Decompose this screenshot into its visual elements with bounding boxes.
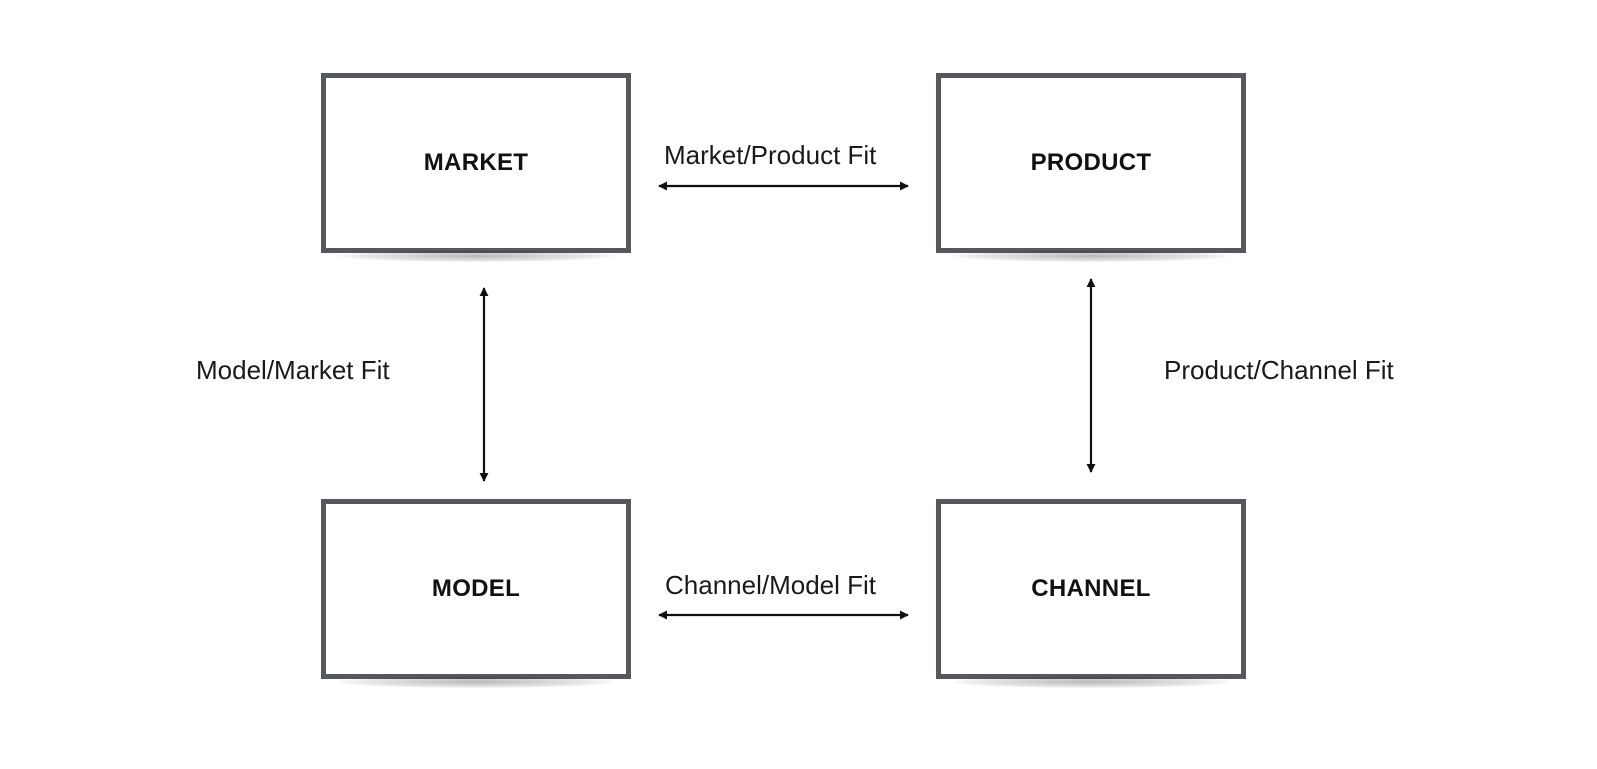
market-product-fit-label: Market/Product Fit (664, 140, 877, 170)
product-label: PRODUCT (1030, 149, 1152, 176)
model-label: MODEL (431, 575, 521, 602)
market-box: MARKET (321, 73, 631, 262)
model-market-fit-label: Model/Market Fit (196, 355, 390, 385)
channel-label: CHANNEL (1031, 575, 1151, 602)
channel-box: CHANNEL (936, 499, 1246, 688)
product-box: PRODUCT (936, 73, 1246, 262)
channel-model-fit-label: Channel/Model Fit (665, 570, 876, 600)
market-label: MARKET (423, 149, 529, 176)
model-box: MODEL (321, 499, 631, 688)
product-channel-fit-label: Product/Channel Fit (1164, 355, 1394, 385)
